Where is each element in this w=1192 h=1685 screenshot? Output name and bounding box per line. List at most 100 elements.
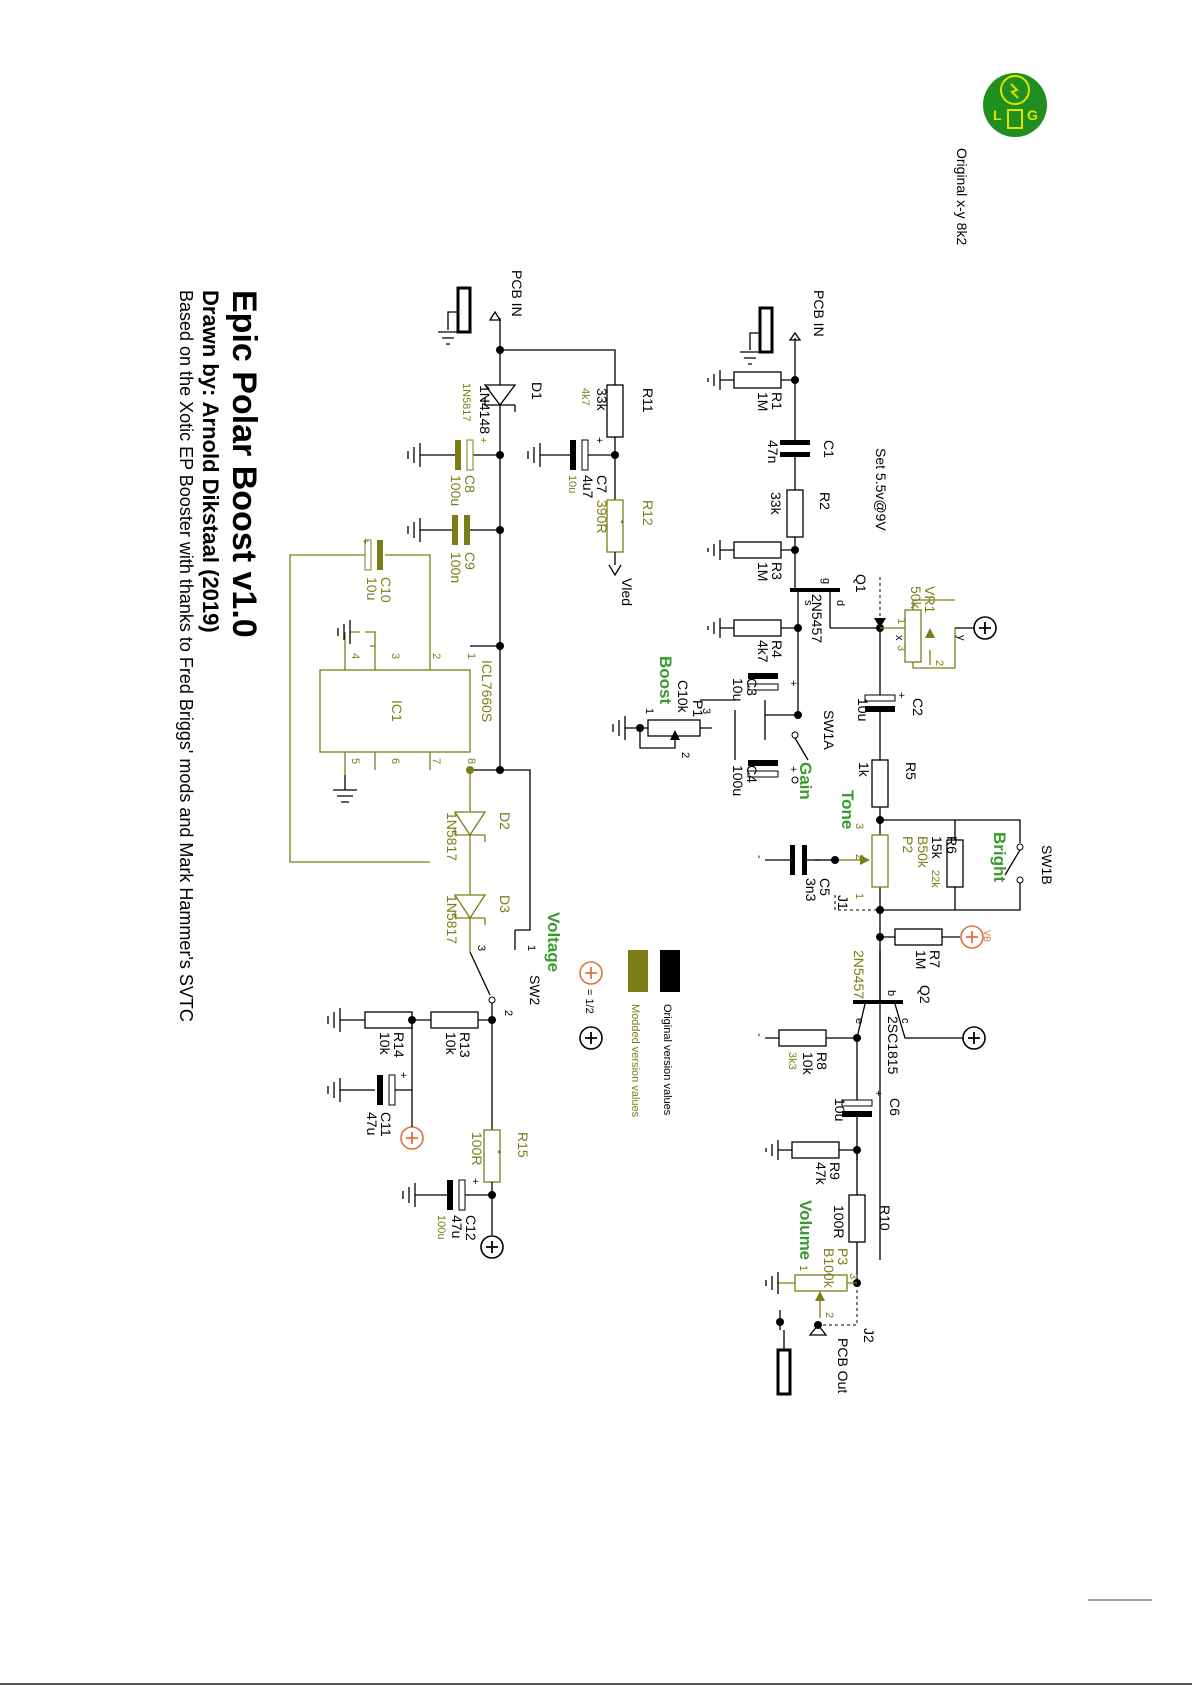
svg-text:+: + — [787, 680, 799, 686]
c8-ref: C8 — [462, 475, 478, 493]
d1-mod-value: 1N5817 — [460, 383, 472, 422]
c9-ref: C9 — [462, 552, 478, 570]
resistor-r4 — [733, 619, 782, 637]
r10-value: 100R — [831, 1205, 847, 1238]
c6-ref: C6 — [887, 1098, 903, 1116]
svg-text:4: 4 — [349, 653, 361, 659]
d2-value: 1N5817 — [444, 812, 460, 861]
tone-stage: + C2 10u R5 1k SW1B Bright R6 15k 22k 3 … — [753, 680, 1055, 1396]
resistor-r1 — [733, 371, 782, 389]
p3-ref: P3 — [835, 1248, 851, 1265]
legend-modded-swatch — [628, 950, 648, 992]
c5-ref: C5 — [817, 878, 833, 896]
sw1b-ref: SW1B — [1039, 845, 1055, 885]
r11-value: 33k — [594, 388, 610, 412]
svg-text:+: + — [593, 437, 605, 443]
notes: Original x-y 8k2 Set 5.5v@9V — [873, 148, 970, 628]
r8-value: 10k — [800, 1052, 816, 1076]
credit: Based on the Xotic EP Booster with thank… — [176, 290, 196, 1022]
svg-text:+: + — [359, 538, 371, 544]
p2-value: B50k — [915, 836, 931, 869]
svg-text:-: - — [753, 1033, 765, 1037]
svg-text:2: 2 — [823, 1312, 835, 1318]
legend-original-swatch — [660, 950, 680, 992]
svg-text:1: 1 — [797, 1265, 809, 1271]
capacitor-c3 — [748, 673, 778, 679]
r12-value: 390R — [594, 500, 610, 533]
r11-mod-value: 4k7 — [579, 388, 591, 406]
r13-ref: R13 — [457, 1032, 473, 1058]
r8-ref: R8 — [814, 1052, 830, 1070]
svg-text:y: y — [955, 635, 967, 641]
power-supply: PCB IN D1 1N4148 1N5817 R11 33k 4k7 + C7… — [289, 270, 656, 1259]
c11-ref: C11 — [378, 1112, 394, 1137]
legend-modded-label: Modded version values — [629, 1004, 641, 1118]
diode-d3 — [453, 894, 487, 920]
tone-label: Tone — [838, 790, 857, 829]
c10-ref: C10 — [378, 577, 394, 603]
r7-value: 1M — [913, 950, 929, 969]
svg-text:+: + — [787, 766, 799, 772]
c10-value: 10u — [364, 577, 380, 600]
svg-text:-: - — [753, 855, 765, 859]
c11-value: 47u — [364, 1112, 380, 1135]
r1-ref: R1 — [769, 392, 785, 410]
capacitor-c2 — [865, 706, 895, 712]
r6-mod-value: 22k — [929, 870, 941, 888]
capacitor-c9 — [464, 515, 470, 545]
r15-value: 100R — [469, 1132, 485, 1165]
svg-text:c: c — [899, 1018, 911, 1024]
sw1a-ref: SW1A — [821, 710, 837, 750]
c1-value: 47n — [765, 440, 781, 463]
c2-ref: C2 — [910, 698, 926, 716]
gain-label: Gain — [796, 762, 815, 800]
diode-d1 — [483, 384, 517, 407]
d3-ref: D3 — [497, 895, 513, 913]
ic1-icl7660s — [319, 669, 471, 753]
pcb-in-power-label: PCB IN — [509, 270, 525, 317]
sw2-ref: SW2 — [527, 975, 543, 1006]
c1-ref: C1 — [821, 440, 837, 458]
r9-value: 47k — [813, 1162, 829, 1186]
svg-text:8: 8 — [465, 758, 477, 764]
r5-ref: R5 — [903, 762, 919, 780]
r14-ref: R14 — [391, 1032, 407, 1058]
r1-value: 1M — [755, 392, 771, 411]
pot-p3 — [794, 1274, 848, 1292]
svg-text:b: b — [885, 990, 897, 996]
transistor-q2 — [853, 1000, 903, 1004]
r13-value: 10k — [443, 1032, 459, 1056]
r11-ref: R11 — [640, 388, 656, 413]
voltage-label: Voltage — [544, 912, 563, 972]
legend-vb-note: = 1/2 — [583, 989, 595, 1014]
note-set-bias: Set 5.5v@9V — [873, 448, 889, 531]
resistor-r13 — [430, 1011, 479, 1029]
d1-value: 1N4148 — [477, 385, 493, 434]
logo-letter-g: G — [1027, 107, 1038, 123]
svg-text:3: 3 — [475, 945, 487, 951]
title-block: Epic Polar Boost v1.0 Drawn by: Arnold D… — [176, 290, 263, 1022]
svg-text:3: 3 — [847, 1273, 859, 1279]
svg-text:-: - — [493, 1150, 505, 1154]
boost-label: Boost — [656, 656, 675, 705]
ic1-value: ICL7660S — [479, 660, 495, 722]
pcb-in-label: PCB IN — [811, 290, 827, 337]
resistor-r9 — [791, 1141, 840, 1159]
capacitor-c7 — [570, 440, 576, 470]
svg-text:1: 1 — [465, 653, 477, 659]
svg-text:2: 2 — [430, 653, 442, 659]
p3-value: B100k — [821, 1248, 837, 1289]
svg-text:+: + — [477, 437, 489, 443]
note-original-xy: Original x-y 8k2 — [954, 148, 970, 245]
logo-letter-l: L — [993, 107, 1002, 123]
svg-text:3: 3 — [389, 653, 401, 659]
svg-text:1: 1 — [643, 708, 655, 714]
svg-text:2: 2 — [679, 752, 691, 758]
c4-ref: C4 — [744, 765, 760, 783]
c12-value: 47u — [449, 1215, 465, 1238]
svg-text:3: 3 — [895, 645, 907, 651]
p2-ref: P2 — [900, 836, 916, 853]
diode-d2 — [453, 811, 487, 837]
